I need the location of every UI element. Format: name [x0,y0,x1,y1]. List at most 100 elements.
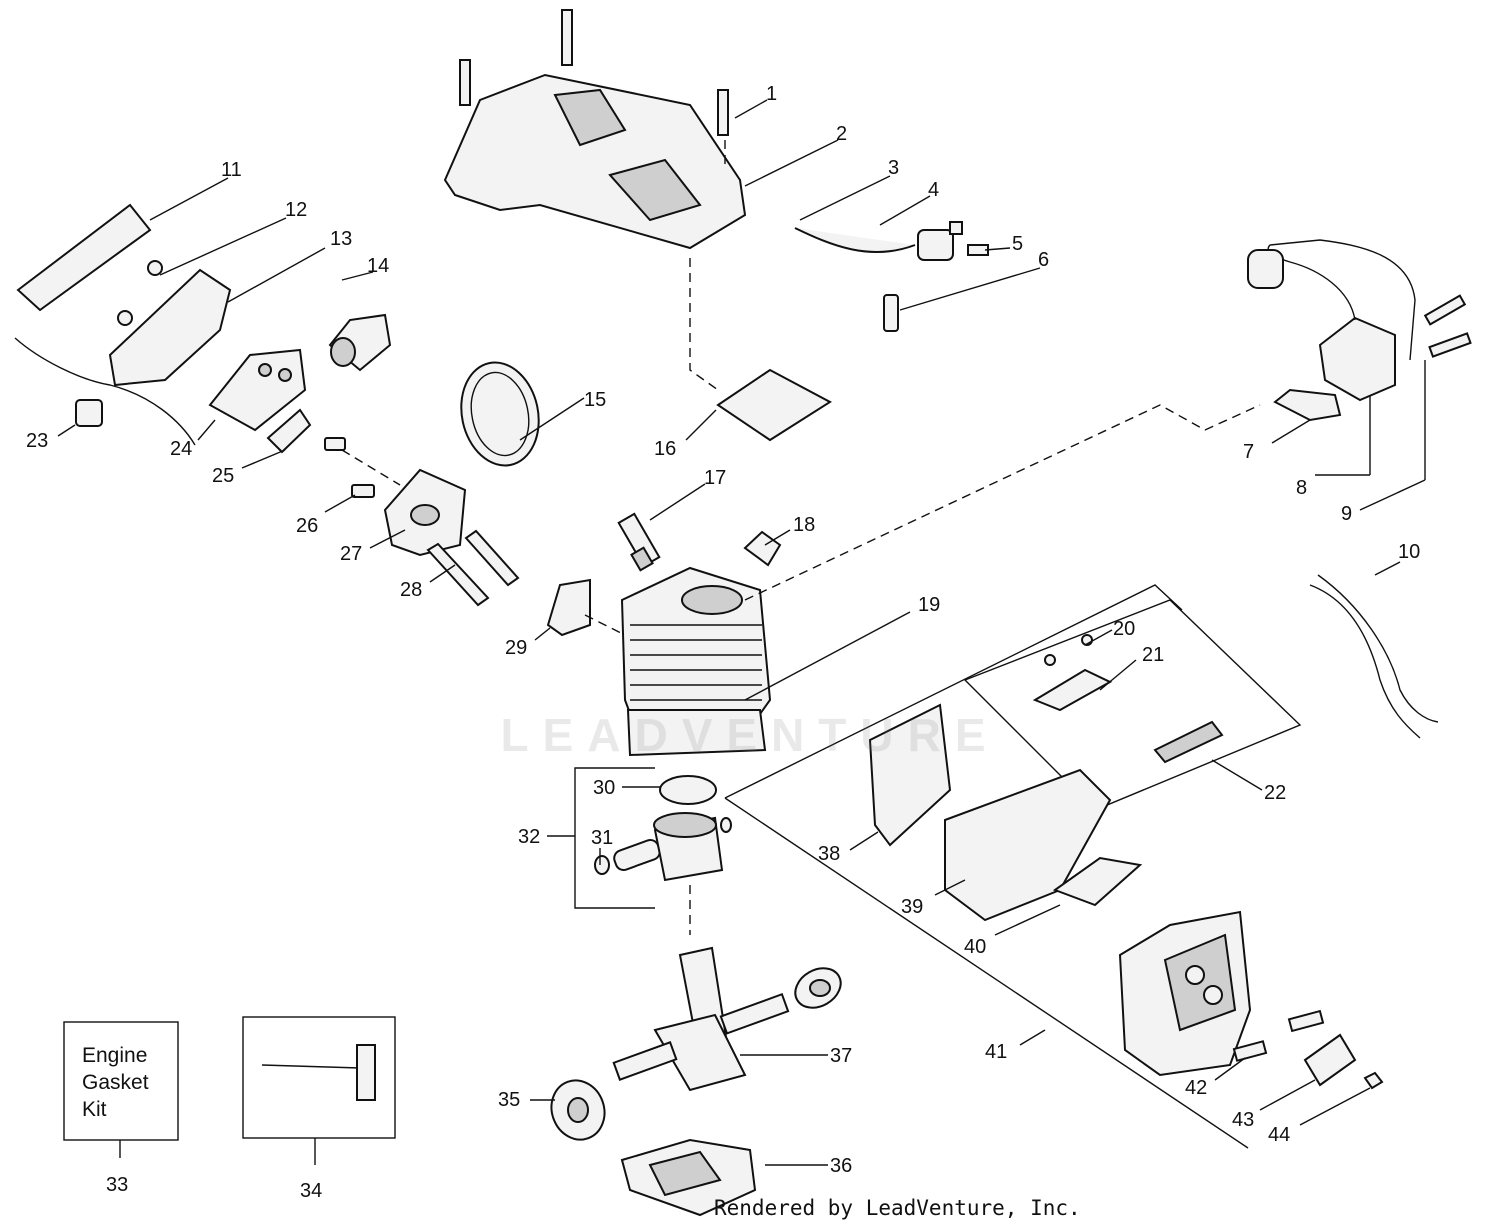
part-41-muffler[interactable] [1118,910,1252,1077]
part-14-intake-boot[interactable] [328,313,392,372]
callout-32: 32 [518,826,540,848]
callout-38: 38 [818,843,840,865]
piston-bracket [574,767,655,909]
callout-12: 12 [285,199,307,221]
part-21-screen-plate[interactable] [1032,668,1113,712]
callout-42: 42 [1185,1077,1207,1099]
callout-3: 3 [888,157,899,179]
callout-11: 11 [221,159,242,181]
muffler-frame-bottom [724,797,1249,1149]
callout-37: 37 [830,1045,852,1067]
part-8-ignition-coil[interactable] [1247,239,1416,402]
callout-2: 2 [836,123,847,145]
callout-19: 19 [918,594,940,616]
part-34-scrench-tool[interactable] [261,1044,376,1101]
part-20-screws[interactable] [1044,634,1093,666]
callout-8: 8 [1296,477,1307,499]
engine-gasket-kit-label: Engine Gasket Kit [82,1042,149,1123]
render-credit: Rendered by LeadVenture, Inc. [714,1196,1081,1220]
leader-lines [57,99,1426,1166]
kit-line-2: Gasket [82,1071,149,1094]
part-37-bearing[interactable] [788,960,848,1015]
part-35-bearing[interactable] [543,1073,612,1147]
part-42-bolt-2[interactable] [1232,1040,1268,1062]
part-40-gasket[interactable] [1052,856,1143,907]
part-16-gasket[interactable] [716,368,832,442]
part-27-intake-flange[interactable] [383,468,467,557]
part-7-bracket[interactable] [1273,388,1342,422]
part-31-clip[interactable] [594,855,610,875]
part-18-boot[interactable] [743,530,782,567]
bolt-guide-line [341,449,401,486]
part-24-carburetor[interactable] [208,348,307,432]
callout-13: 13 [330,228,352,250]
callout-5: 5 [1012,233,1023,255]
part-25-gasket[interactable] [266,408,312,454]
callout-15: 15 [584,389,606,411]
cover-guide-line [689,258,719,391]
callout-26: 26 [296,515,318,537]
callout-35: 35 [498,1089,520,1111]
part-3-hose[interactable] [794,227,916,253]
callout-21: 21 [1142,644,1164,666]
callout-33: 33 [106,1174,128,1196]
callout-10: 10 [1398,541,1420,563]
part-29-gasket[interactable] [546,578,591,637]
callout-43: 43 [1232,1109,1254,1131]
tool-box [242,1016,396,1139]
gasket-guide-line [584,614,626,636]
part-44-nut[interactable] [1363,1071,1384,1090]
part-6-filter[interactable] [883,294,899,332]
callout-36: 36 [830,1155,852,1177]
part-28-long-bolt[interactable] [426,542,490,607]
part-42-bolt[interactable] [1287,1009,1325,1033]
part-13-bracket[interactable] [108,260,232,387]
callout-29: 29 [505,637,527,659]
part-22-spark-screen[interactable] [1153,720,1224,764]
callout-20: 20 [1113,618,1135,640]
callout-30: 30 [593,777,615,799]
part-11-air-filter[interactable] [16,203,152,312]
screen-frame [963,599,1302,811]
part-19-cylinder[interactable] [620,566,772,757]
part-26-bolt[interactable] [351,484,375,498]
callout-17: 17 [704,467,726,489]
part-30-piston-ring[interactable] [659,775,717,805]
callout-numbers: 1 2 3 4 5 6 7 8 9 10 11 12 13 14 15 16 1… [26,83,1420,1202]
callout-24: 24 [170,438,192,460]
callout-31: 31 [591,827,613,849]
part-2-top-cover[interactable] [443,73,747,250]
callout-6: 6 [1038,249,1049,271]
callout-25: 25 [212,465,234,487]
part-32-piston[interactable] [653,812,724,882]
callout-16: 16 [654,438,676,460]
kit-line-3: Kit [82,1098,107,1121]
callout-22: 22 [1264,782,1286,804]
callout-44: 44 [1268,1124,1290,1146]
ignition-guide-line [744,404,1261,601]
part-26-bolt-upper[interactable] [324,437,346,451]
part-43-plate[interactable] [1303,1033,1357,1087]
callout-40: 40 [964,936,986,958]
callout-27: 27 [340,543,362,565]
callout-23: 23 [26,430,48,452]
watermark: LEADVENTURE [500,709,1000,761]
callout-18: 18 [793,514,815,536]
part-10-wire[interactable] [1309,584,1421,739]
callout-39: 39 [901,896,923,918]
part-37-crankshaft[interactable] [612,946,790,1092]
part-17-spark-plug[interactable] [617,512,661,572]
part-9-screws[interactable] [1423,294,1472,358]
callout-28: 28 [400,579,422,601]
callout-7: 7 [1243,441,1254,463]
callout-41: 41 [985,1041,1007,1063]
part-38-gasket[interactable] [868,703,952,847]
part-28-long-bolt-2[interactable] [464,529,520,587]
engine-gasket-kit-box [63,1021,179,1141]
part-4-fitting[interactable] [917,221,963,261]
part-1-screws[interactable] [459,9,729,136]
part-31-wrist-pin[interactable] [612,838,662,873]
part-23-clip[interactable] [75,399,103,427]
callout-9: 9 [1341,503,1352,525]
